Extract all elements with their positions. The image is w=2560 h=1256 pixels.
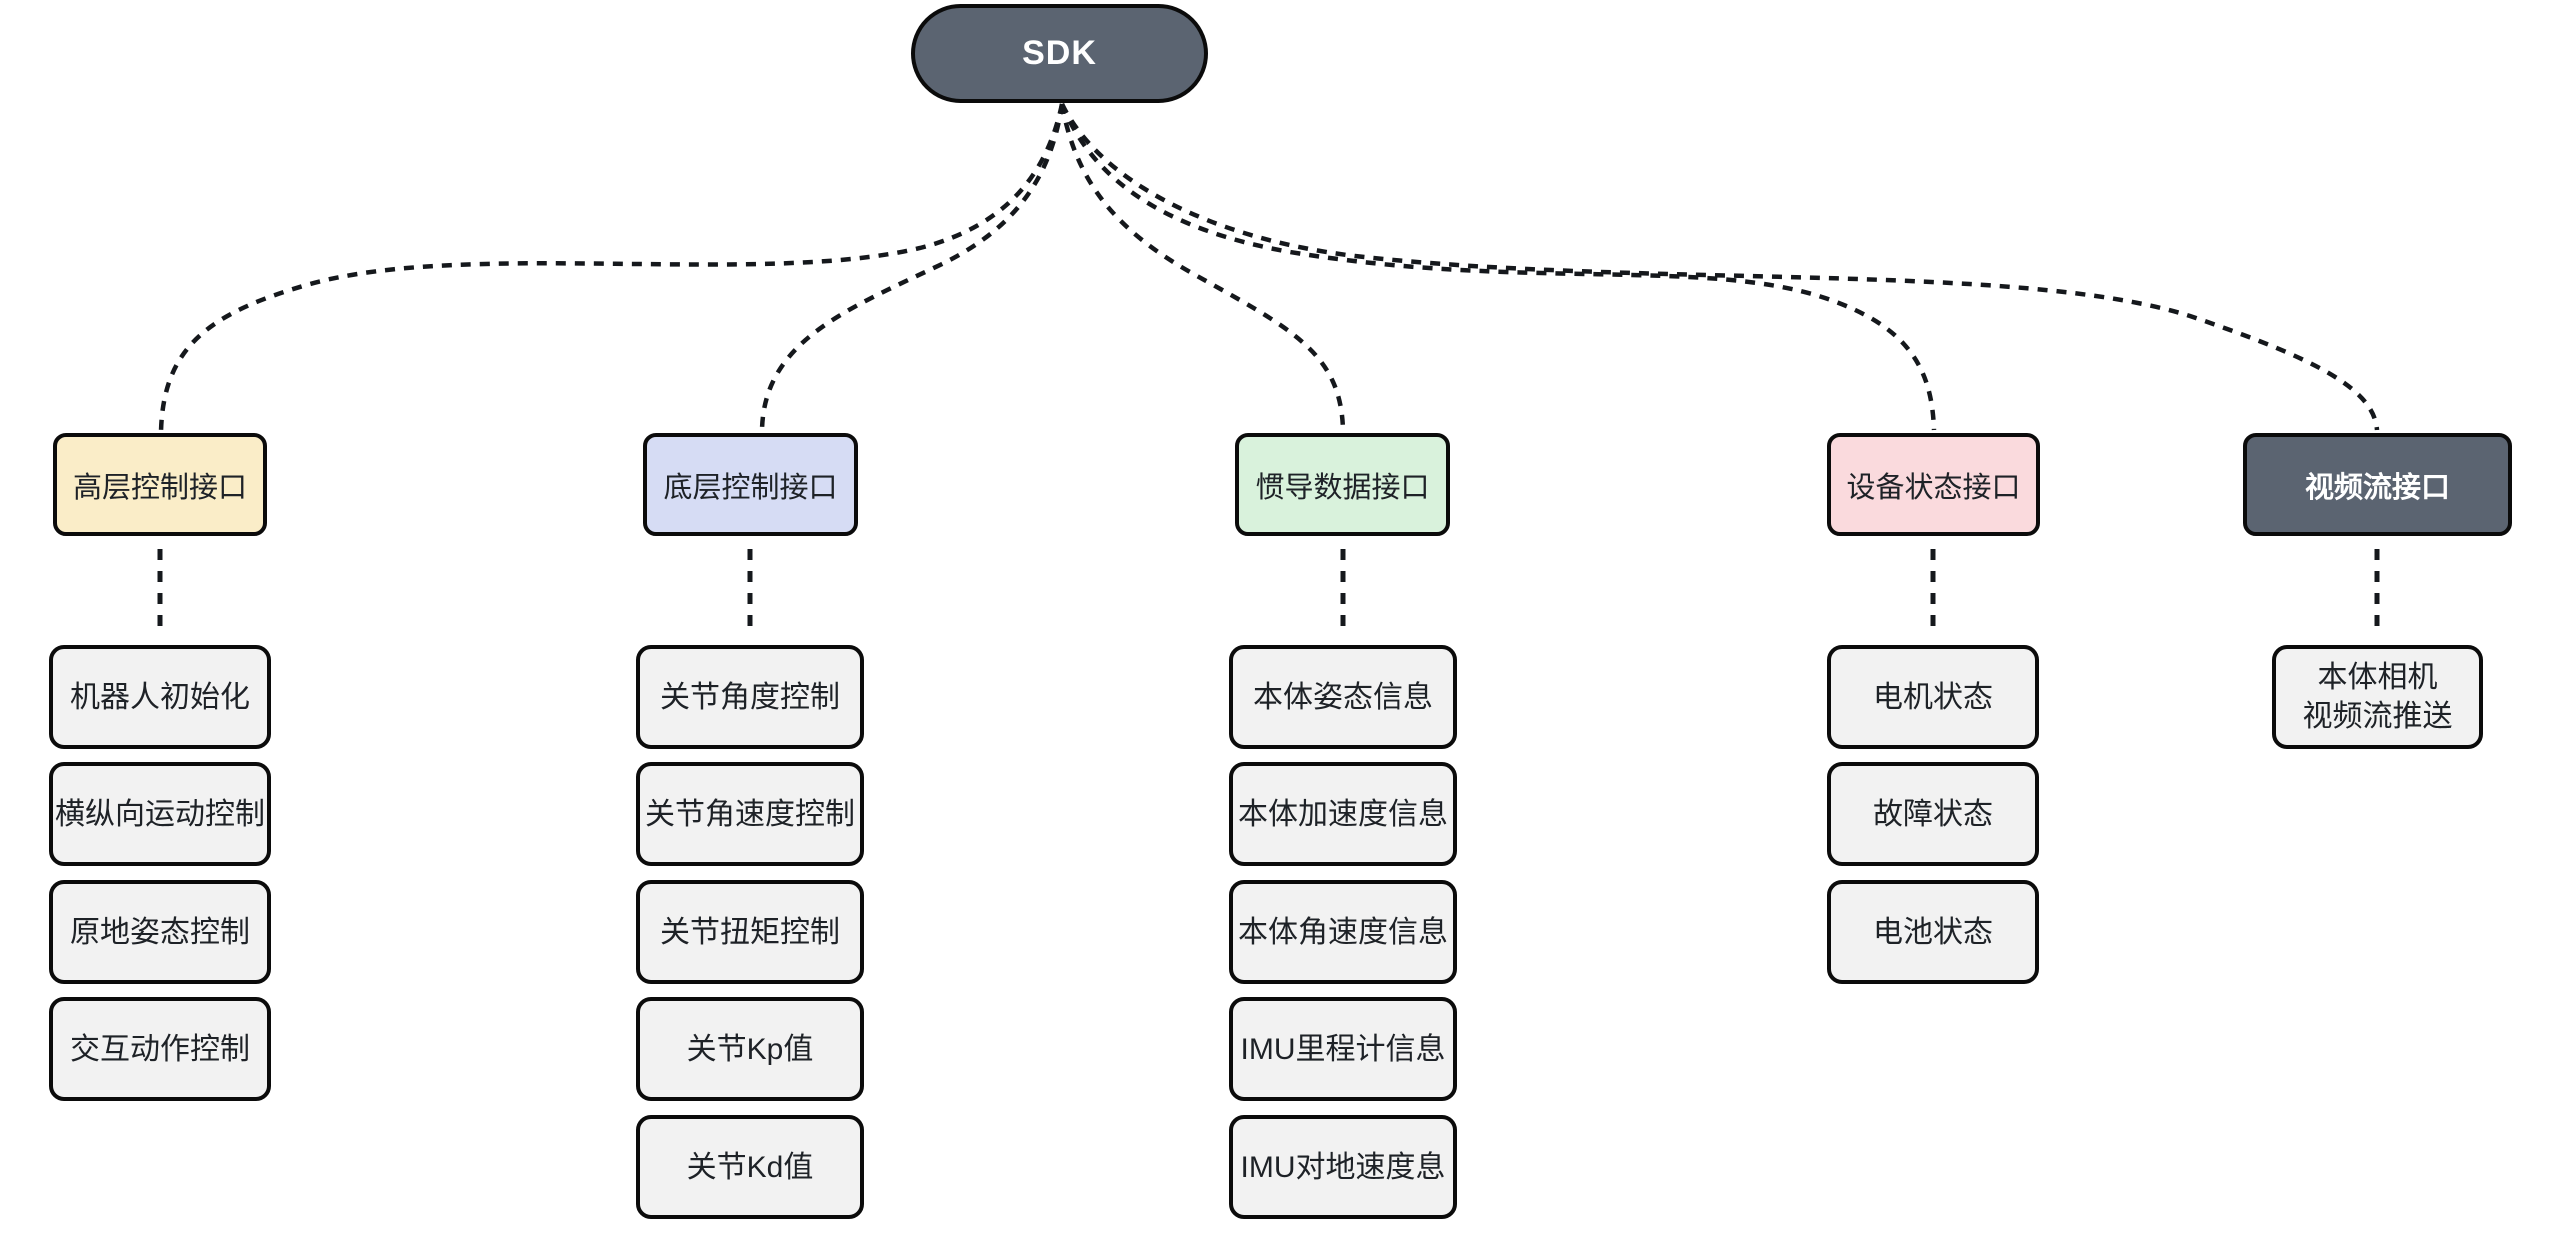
- leaf-lateral-longitudinal-motion-control: 横纵向运动控制: [49, 762, 271, 866]
- branch-header-low-level-control: 底层控制接口: [643, 433, 858, 536]
- leaf-joint-angular-velocity-control: 关节角速度控制: [636, 762, 864, 866]
- leaf-in-place-posture-control: 原地姿态控制: [49, 880, 271, 984]
- branch-header-high-level-control: 高层控制接口: [53, 433, 267, 536]
- leaf-joint-kd-value: 关节Kd值: [636, 1115, 864, 1219]
- leaf-body-acceleration-info: 本体加速度信息: [1229, 762, 1457, 866]
- edge-sdk-to-video-stream: [1059, 103, 2380, 431]
- leaf-joint-angle-control: 关节角度控制: [636, 645, 864, 749]
- edge-sdk-to-low-level-control: [759, 103, 1065, 431]
- leaf-fault-status: 故障状态: [1827, 762, 2039, 866]
- branch-header-video-stream: 视频流接口: [2243, 433, 2512, 536]
- leaf-joint-kp-value: 关节Kp值: [636, 997, 864, 1101]
- edge-sdk-to-high-level-control: [158, 103, 1065, 433]
- leaf-interactive-action-control: 交互动作控制: [49, 997, 271, 1101]
- leaf-robot-init: 机器人初始化: [49, 645, 271, 749]
- leaf-body-posture-info: 本体姿态信息: [1229, 645, 1457, 749]
- edge-sdk-to-imu-data: [1059, 103, 1346, 431]
- leaf-joint-torque-control: 关节扭矩控制: [636, 880, 864, 984]
- leaf-motor-status: 电机状态: [1827, 645, 2039, 749]
- leaf-body-angular-velocity-info: 本体角速度信息: [1229, 880, 1457, 984]
- leaf-body-camera-video-push: 本体相机 视频流推送: [2272, 645, 2483, 749]
- leaf-imu-odometry-info: IMU里程计信息: [1229, 997, 1457, 1101]
- leaf-imu-ground-speed-info: IMU对地速度息: [1229, 1115, 1457, 1219]
- branch-header-device-status: 设备状态接口: [1827, 433, 2040, 536]
- leaf-battery-status: 电池状态: [1827, 880, 2039, 984]
- root-node-sdk: SDK: [911, 4, 1208, 103]
- edge-sdk-to-device-status: [1059, 103, 1937, 431]
- branch-header-imu-data: 惯导数据接口: [1235, 433, 1450, 536]
